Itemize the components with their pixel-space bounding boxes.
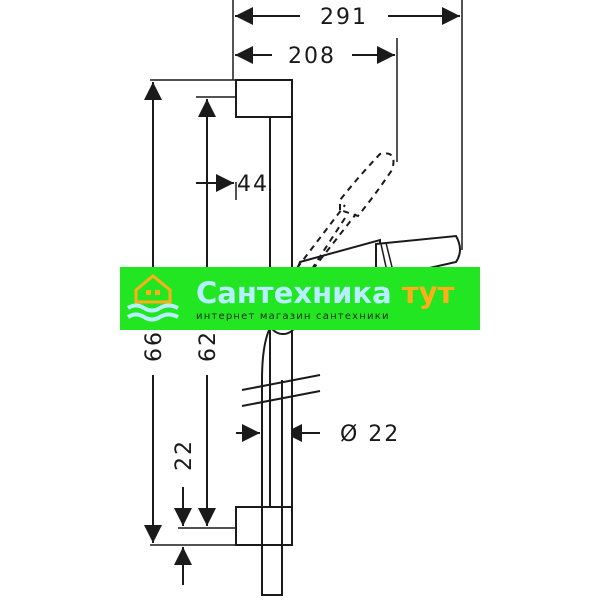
dimension-diameter-22: Ø 22 <box>236 420 400 447</box>
watermark-subtitle: интернет магазин сантехники <box>196 311 390 322</box>
top-wall-bracket <box>235 79 293 118</box>
dimension-22-vertical-label: 22 <box>172 439 197 471</box>
bottom-wall-bracket <box>235 506 293 546</box>
hose-connector <box>261 544 283 596</box>
dimension-22-vertical: 22 <box>172 439 197 585</box>
extension-lines <box>150 0 463 546</box>
house-water-logo-icon <box>126 274 179 322</box>
watermark-title-part2: тут <box>401 276 455 310</box>
watermark-title-part1: Сантехника <box>196 276 392 310</box>
watermark-title: Сантехника тут <box>196 276 454 310</box>
dimension-291: 291 <box>235 5 460 30</box>
shower-rail <box>235 79 461 596</box>
dimension-208: 208 <box>235 44 395 69</box>
dimension-44-label: 44 <box>237 172 269 197</box>
watermark-band <box>120 267 480 330</box>
dimension-291-label: 291 <box>320 5 368 30</box>
dimension-208-label: 208 <box>288 44 336 69</box>
dimension-diameter-22-label: Ø 22 <box>340 422 400 447</box>
